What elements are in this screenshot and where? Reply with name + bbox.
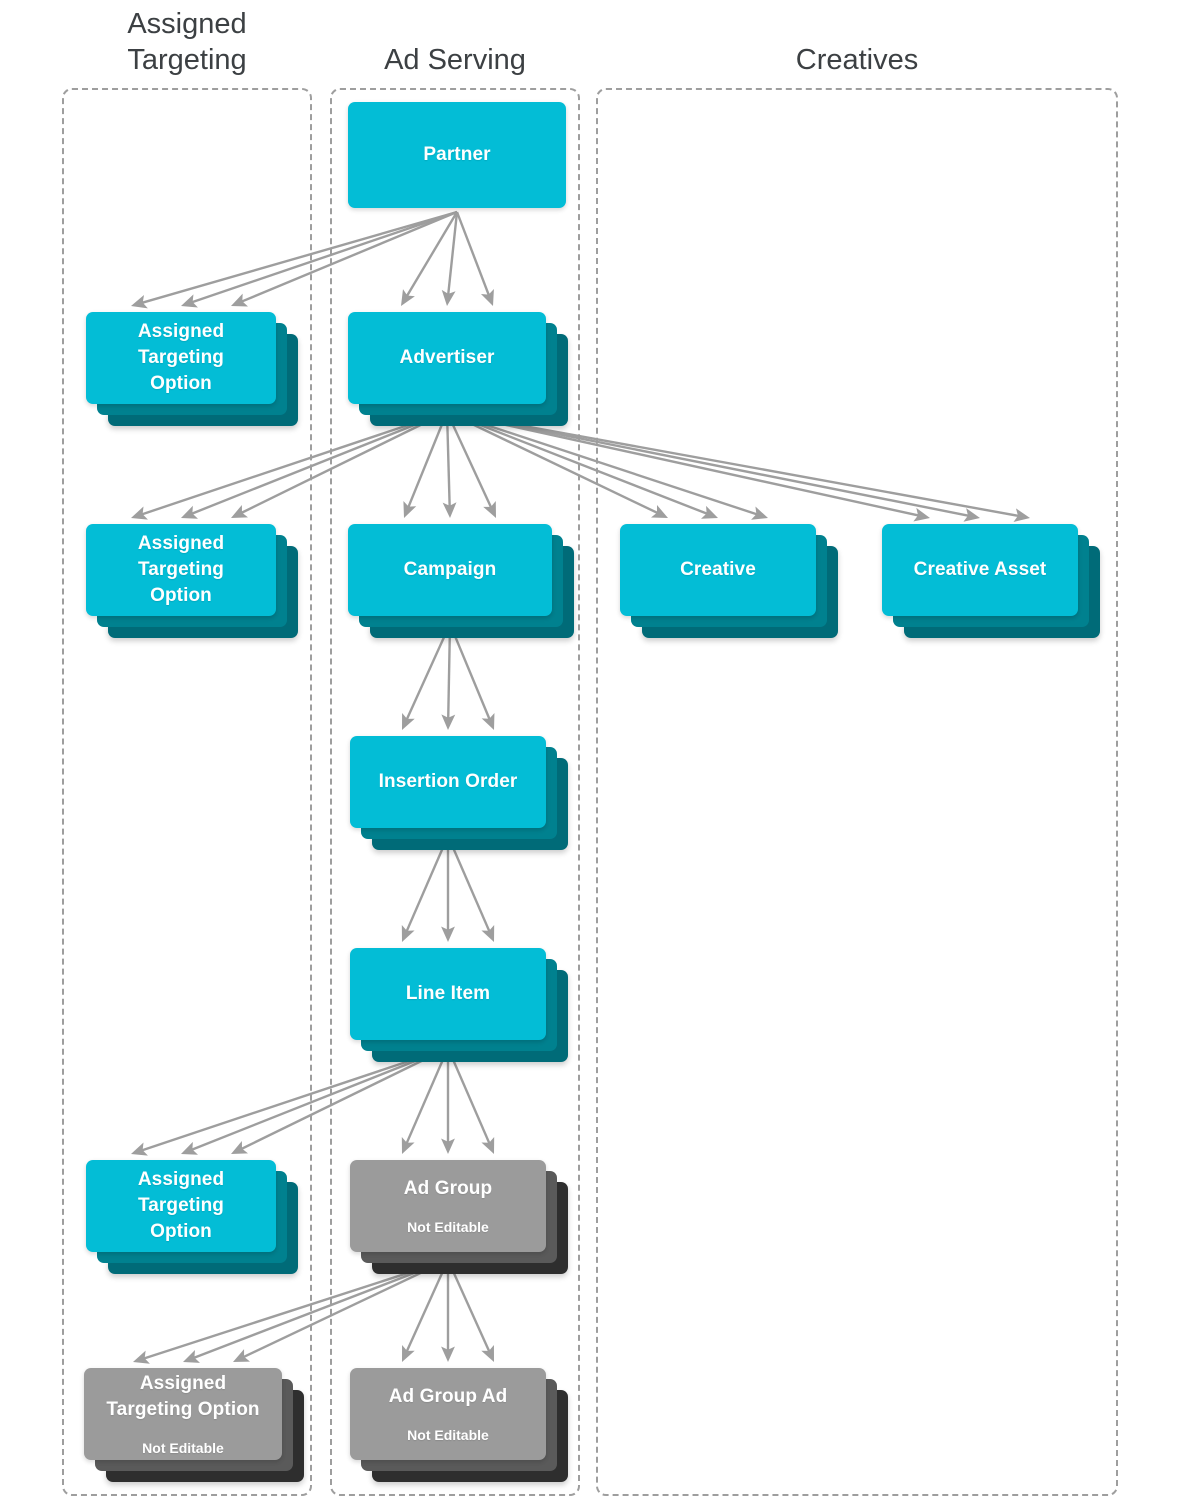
node-card[interactable]: Line Item bbox=[350, 948, 546, 1040]
node-card[interactable]: Assigned Targeting Option bbox=[86, 524, 276, 616]
node-advertiser[interactable]: Advertiser bbox=[348, 312, 568, 426]
node-assigned-targeting-option-advertiser[interactable]: Assigned Targeting Option bbox=[86, 524, 298, 638]
node-subtitle-badge: Not Editable bbox=[407, 1427, 489, 1443]
node-ad-group-ad[interactable]: Ad Group Ad Not Editable bbox=[350, 1368, 568, 1482]
node-title: Assigned Targeting Option bbox=[137, 1169, 225, 1242]
node-insertion-order[interactable]: Insertion Order bbox=[350, 736, 568, 850]
node-assigned-targeting-option-lineitem[interactable]: Assigned Targeting Option bbox=[86, 1160, 298, 1274]
node-subtitle-badge: Not Editable bbox=[407, 1219, 489, 1235]
node-card[interactable]: Ad Group Ad Not Editable bbox=[350, 1368, 546, 1460]
node-line-item[interactable]: Line Item bbox=[350, 948, 568, 1062]
node-subtitle-badge: Not Editable bbox=[142, 1440, 224, 1456]
node-card[interactable]: Creative bbox=[620, 524, 816, 616]
node-card[interactable]: Assigned Targeting Option bbox=[86, 1160, 276, 1252]
node-title: Advertiser bbox=[399, 347, 495, 368]
column-header-ad-serving: Ad Serving bbox=[384, 44, 526, 76]
node-creative-asset[interactable]: Creative Asset bbox=[882, 524, 1100, 638]
node-partner[interactable]: Partner bbox=[348, 102, 566, 208]
node-title: Campaign bbox=[403, 559, 497, 580]
node-title: Assigned Targeting Option bbox=[137, 321, 225, 394]
column-container-creatives bbox=[596, 88, 1118, 1496]
column-header-assigned-targeting: Assigned Targeting bbox=[127, 8, 247, 76]
node-assigned-targeting-option-partner[interactable]: Assigned Targeting Option bbox=[86, 312, 298, 426]
node-title: Partner bbox=[423, 144, 491, 165]
node-creative[interactable]: Creative bbox=[620, 524, 838, 638]
node-title: Line Item bbox=[405, 983, 491, 1004]
node-title: Assigned Targeting Option bbox=[137, 533, 225, 606]
node-card[interactable]: Insertion Order bbox=[350, 736, 546, 828]
node-card[interactable]: Assigned Targeting Option bbox=[86, 312, 276, 404]
node-card[interactable]: Advertiser bbox=[348, 312, 546, 404]
node-title: Creative Asset bbox=[913, 559, 1047, 580]
node-title: Creative bbox=[680, 559, 756, 580]
node-title: Ad Group Ad bbox=[388, 1386, 508, 1407]
node-card[interactable]: Creative Asset bbox=[882, 524, 1078, 616]
node-title: Assigned Targeting Option bbox=[106, 1373, 260, 1420]
node-card[interactable]: Campaign bbox=[348, 524, 552, 616]
node-title: Insertion Order bbox=[378, 771, 518, 792]
node-campaign[interactable]: Campaign bbox=[348, 524, 574, 638]
column-container-assigned-targeting bbox=[62, 88, 312, 1496]
node-card[interactable]: Partner bbox=[348, 102, 566, 208]
column-header-creatives: Creatives bbox=[795, 44, 919, 76]
node-title: Ad Group bbox=[403, 1178, 493, 1199]
column-container-ad-serving bbox=[330, 88, 580, 1496]
